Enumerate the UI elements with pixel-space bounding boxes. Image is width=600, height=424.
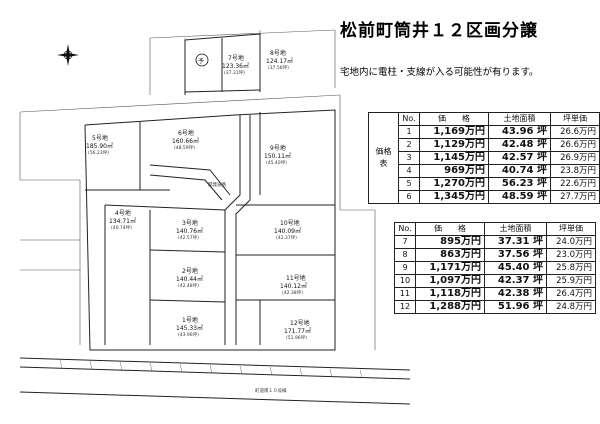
svg-text:(48.59坪): (48.59坪) <box>174 144 195 151</box>
table-side-label: 価格表 <box>368 112 399 204</box>
lot-1: 1号地 145.33㎡ (43.96坪) <box>176 316 203 338</box>
svg-text:140.12㎡: 140.12㎡ <box>280 282 307 290</box>
svg-text:140.09㎡: 140.09㎡ <box>274 227 301 235</box>
access-road-label: 開発道路 <box>208 181 226 188</box>
lot-12: 12号地 171.77㎡ (51.96坪) <box>284 319 311 341</box>
header-area: 土地面積 <box>488 112 551 126</box>
reserved-mark: 予 <box>195 53 209 67</box>
lot-labels: 7号地 123.36㎡ (37.31坪) 8号地 124.17㎡ (37.56坪… <box>86 49 311 341</box>
lot-11: 11号地 140.12㎡ (42.38坪) <box>280 274 307 296</box>
svg-text:(42.57坪): (42.57坪) <box>178 234 199 241</box>
svg-text:8号地: 8号地 <box>270 49 286 57</box>
lot-8: 8号地 124.17㎡ (37.56坪) <box>266 49 293 71</box>
svg-text:185.90㎡: 185.90㎡ <box>86 142 113 150</box>
lot-5: 5号地 185.90㎡ (56.23坪) <box>86 134 113 156</box>
lot-3: 3号地 140.76㎡ (42.57坪) <box>176 219 203 241</box>
neighbor-parcel-lines <box>19 29 376 350</box>
header-price: 価 格 <box>415 222 485 236</box>
svg-text:(51.96坪): (51.96坪) <box>286 334 307 341</box>
svg-text:(42.48坪): (42.48坪) <box>178 282 199 289</box>
lot-9: 9号地 150.11㎡ (45.40坪) <box>264 144 291 166</box>
svg-text:140.76㎡: 140.76㎡ <box>176 227 203 235</box>
svg-text:7号地: 7号地 <box>228 54 244 62</box>
svg-text:1号地: 1号地 <box>182 316 198 324</box>
svg-text:12号地: 12号地 <box>290 319 310 327</box>
svg-text:5号地: 5号地 <box>92 134 108 142</box>
svg-text:(56.23坪): (56.23坪) <box>88 149 109 156</box>
lot-2: 2号地 140.44㎡ (42.48坪) <box>176 267 203 289</box>
header-unit-price: 坪単価 <box>550 112 600 126</box>
svg-text:2号地: 2号地 <box>182 267 198 275</box>
svg-text:(37.56坪): (37.56坪) <box>268 64 289 71</box>
road-label: 町道南１０号線 <box>255 387 287 394</box>
svg-text:171.77㎡: 171.77㎡ <box>284 327 311 335</box>
svg-text:10号地: 10号地 <box>280 219 300 227</box>
svg-text:145.33㎡: 145.33㎡ <box>176 324 203 332</box>
svg-text:(42.38坪): (42.38坪) <box>282 289 303 296</box>
svg-text:(42.37坪): (42.37坪) <box>276 234 297 241</box>
svg-text:140.44㎡: 140.44㎡ <box>176 275 203 283</box>
svg-text:(43.96坪): (43.96坪) <box>178 331 199 338</box>
svg-text:11号地: 11号地 <box>286 274 306 282</box>
svg-text:150.11㎡: 150.11㎡ <box>264 152 291 160</box>
svg-text:(45.40坪): (45.40坪) <box>266 159 287 166</box>
lot-6: 6号地 160.66㎡ (48.59坪) <box>172 129 199 151</box>
compass-icon <box>57 44 79 66</box>
svg-text:123.36㎡: 123.36㎡ <box>222 62 249 70</box>
road-hatching <box>59 359 363 379</box>
table-header-row: 価格表 No. 価 格 土地面積 坪単価 <box>368 112 600 204</box>
header-unit-price: 坪単価 <box>546 222 596 236</box>
svg-text:9号地: 9号地 <box>270 144 286 152</box>
header-no: No. <box>398 112 420 126</box>
svg-text:予: 予 <box>198 57 204 65</box>
svg-text:(37.31坪): (37.31坪) <box>224 69 245 76</box>
svg-text:4号地: 4号地 <box>115 209 131 217</box>
road-southern <box>19 357 411 405</box>
svg-text:(40.74坪): (40.74坪) <box>111 224 132 231</box>
lot-4: 4号地 134.71㎡ (40.74坪) <box>109 209 136 231</box>
svg-text:3号地: 3号地 <box>182 219 198 227</box>
page-title: 松前町筒井１２区画分譲 <box>340 21 538 41</box>
header-price: 価 格 <box>419 112 489 126</box>
utility-pole-note: 宅地内に電柱・支線が入る可能性が有ります。 <box>340 67 539 78</box>
lot-7: 7号地 123.36㎡ (37.31坪) <box>222 54 249 76</box>
svg-text:160.66㎡: 160.66㎡ <box>172 137 199 145</box>
svg-text:134.71㎡: 134.71㎡ <box>109 217 136 225</box>
svg-text:124.17㎡: 124.17㎡ <box>266 57 293 65</box>
svg-text:6号地: 6号地 <box>178 129 194 137</box>
header-no: No. <box>394 222 416 236</box>
lot-boundaries <box>84 33 336 351</box>
table-header-row: No. 価 格 土地面積 坪単価 <box>394 222 596 236</box>
header-area: 土地面積 <box>484 222 547 236</box>
lot-10: 10号地 140.09㎡ (42.37坪) <box>274 219 301 241</box>
